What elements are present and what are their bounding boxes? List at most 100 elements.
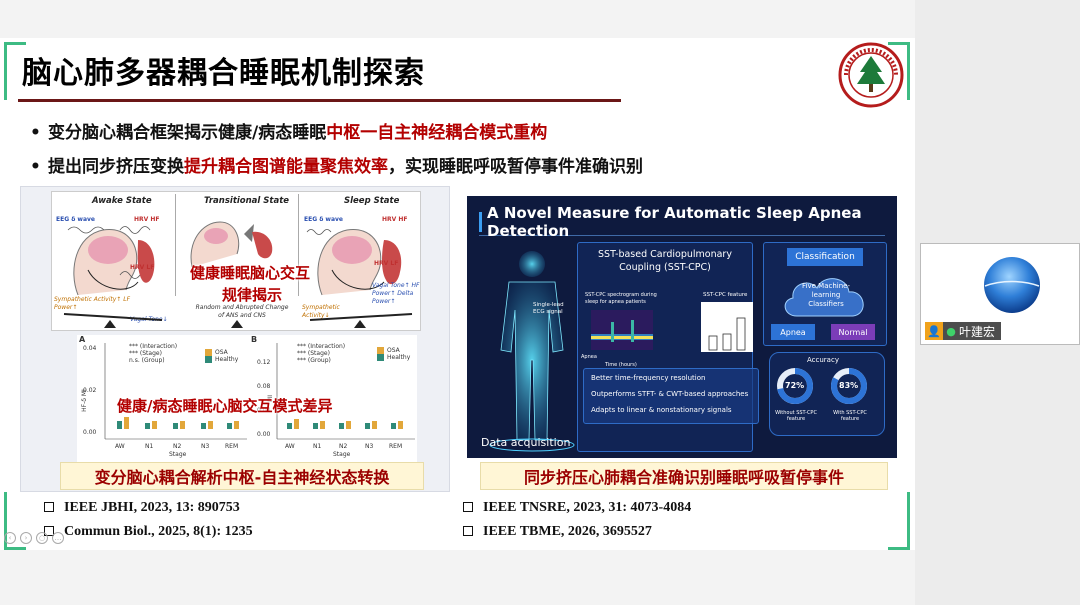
title-underline [18, 99, 621, 102]
feature-label: SST-CPC feature [703, 292, 748, 298]
accuracy-donut-without [777, 368, 813, 404]
balance-scales [63, 313, 413, 328]
sleep-head-illustration [306, 229, 402, 296]
presentation-stage: 脑心肺多器耦合睡眠机制探索 •变分脑心耦合框架揭示健康/病态睡眠中枢一自主神经耦… [0, 38, 915, 550]
sst-cpc-header: SST-based Cardiopulmonary Coupling (SST-… [598, 249, 732, 273]
data-acquisition-label: Data acquisition [481, 436, 571, 449]
next-slide-icon[interactable]: › [20, 532, 32, 544]
plot-a-x-n2: N2 [173, 443, 182, 450]
plot-a-legend-healthy: Healthy [205, 356, 238, 363]
apnea-button: Apnea [771, 324, 815, 340]
microphone-icon[interactable]: ● [946, 324, 956, 338]
check-item-2: Outperforms STFT- & CWT-based approaches [591, 390, 749, 398]
corner-top-left [4, 42, 26, 100]
ref-right-2-text: IEEE TBME, 2026, 3695527 [483, 524, 652, 539]
ref-left-1-text: IEEE JBHI, 2023, 13: 890753 [64, 500, 240, 515]
bullet-1: •变分脑心耦合框架揭示健康/病态睡眠中枢一自主神经耦合模式重构 [30, 123, 548, 143]
sleep-hrv-lf: HRV LF [374, 260, 399, 267]
normal-button: Normal [831, 324, 875, 340]
prev-slide-icon[interactable]: ‹ [4, 532, 16, 544]
plot-a-ytick-0: 0.04 [83, 345, 97, 352]
plot-b-stat-1: *** (Stage) [297, 350, 330, 357]
sleep-vagal: Vagal Tone↑ HF Power↑ Delta Power↑ [372, 282, 420, 305]
state-awake: Awake State [92, 196, 152, 206]
ref-checkbox-icon [463, 502, 473, 512]
ref-right-2: IEEE TBME, 2026, 3695527 [463, 524, 652, 540]
accuracy-without-value: 72% [785, 381, 805, 390]
plot-b-ytick-0: 0.12 [257, 359, 271, 366]
ref-checkbox-icon [44, 526, 54, 536]
participant-avatar [984, 257, 1040, 313]
left-figure-caption: 变分脑心耦合解析中枢-自主神经状态转换 [60, 462, 424, 490]
ref-right-1-text: IEEE TNSRE, 2023, 31: 4073-4084 [483, 500, 692, 515]
slide-title: 脑心肺多器耦合睡眠机制探索 [22, 56, 425, 91]
plot-b-ytick-1: 0.08 [257, 383, 271, 390]
awake-head-illustration [67, 226, 155, 296]
awake-sympathetic: Sympathetic Activity↑ LF Power↑ [54, 296, 131, 311]
plot-a-x-aw: AW [115, 443, 125, 450]
participant-video-tile[interactable]: 👤 ● 叶建宏 [920, 243, 1080, 345]
bullet-2: •提出同步挤压变换提升耦合图谱能量聚焦效率，实现睡眠呼吸暂停事件准确识别 [30, 157, 643, 177]
ref-right-1: IEEE TNSRE, 2023, 31: 4073-4084 [463, 500, 691, 516]
plot-b-x-n1: N1 [313, 443, 322, 450]
state-divider-1 [175, 194, 176, 296]
sleep-eeg-label: EEG δ wave [304, 216, 343, 223]
check-list-box [583, 368, 759, 424]
bullet-1-highlight: 中枢一自主神经耦合模式重构 [326, 123, 548, 143]
plot-a-legend-osa: OSA [205, 349, 228, 356]
right-figure: A Novel Measure for Automatic Sleep Apne… [467, 196, 897, 458]
participant-name-bar: 👤 ● 叶建宏 [925, 322, 1002, 340]
sleep-sympathetic: Sympathetic Activity↓ [302, 304, 340, 319]
awake-eeg-label: EEG δ wave [56, 216, 95, 223]
spectrogram-plot [591, 310, 653, 350]
awake-hrv-lf: HRV LF [130, 264, 155, 271]
accuracy-without-label: Without SST-CPC feature [775, 410, 817, 422]
plot-a-ytick-2: 0.00 [83, 429, 97, 436]
accuracy-with-label: With SST-CPC feature [833, 410, 867, 422]
accuracy-with-value: 83% [839, 381, 859, 390]
corner-bottom-left [4, 492, 26, 550]
state-transitional: Transitional State [204, 196, 290, 206]
corner-top-right [888, 42, 910, 100]
overlay-healthy-sleep-1: 健康睡眠脑心交互 [190, 264, 311, 282]
apnea-row-label: Apnea [581, 354, 597, 360]
human-body-illustration [489, 251, 575, 452]
plot-b-x-n2: N2 [339, 443, 348, 450]
plot-b-ytick-3: 0.00 [257, 431, 271, 438]
transitional-head-illustration [190, 221, 273, 268]
plot-a-x-rem: REM [225, 443, 239, 450]
plot-b-label: B [251, 335, 258, 344]
ref-checkbox-icon [44, 502, 54, 512]
plot-a-stat-2: n.s. (Group) [129, 357, 165, 364]
slide-pager: ‹ › ○ … [4, 532, 64, 544]
plot-a-x-n3: N3 [201, 443, 210, 450]
plot-b-stat-0: *** (Interaction) [297, 343, 346, 350]
state-divider-2 [298, 194, 299, 296]
plot-b-x-aw: AW [285, 443, 295, 450]
overlay-healthy-pathological: 健康/病态睡眠心脑交互模式差异 [117, 397, 333, 415]
user-icon: 👤 [925, 322, 943, 340]
bullet-1-text: 变分脑心耦合框架揭示健康/病态睡眠 [48, 123, 327, 143]
state-sleep: Sleep State [344, 196, 400, 206]
time-axis-label: Time (hours) [605, 362, 637, 368]
plot-b-legend-healthy: Healthy [377, 354, 410, 361]
plot-a-label: A [79, 335, 86, 344]
ecg-label: Single-lead ECG signal [533, 302, 564, 315]
left-figure: Awake State Transitional State Sleep Sta… [20, 186, 450, 492]
accuracy-donut-with [831, 368, 867, 404]
right-figure-caption: 同步挤压心肺耦合准确识别睡眠呼吸暂停事件 [480, 462, 888, 490]
plot-b-x-rem: REM [389, 443, 403, 450]
trans-label: Random and Abrupted Change of ANS and CN… [195, 304, 289, 319]
ref-left-1: IEEE JBHI, 2023, 13: 890753 [44, 500, 240, 516]
participant-name: 叶建宏 [959, 324, 996, 339]
plot-a-xlabel: Stage [169, 451, 187, 458]
feature-bar-plot [701, 302, 753, 352]
zoom-icon[interactable]: ○ [36, 532, 48, 544]
classifiers-label: Five Machine-learning Classifiers [802, 282, 850, 308]
plot-a-stat-0: *** (Interaction) [129, 343, 178, 350]
cloud-icon [784, 278, 864, 317]
awake-hrv-hf: HRV HF [134, 216, 160, 223]
more-icon[interactable]: … [52, 532, 64, 544]
plot-b-legend-osa: OSA [377, 347, 400, 354]
right-figure-title: A Novel Measure for Automatic Sleep Apne… [479, 204, 885, 240]
